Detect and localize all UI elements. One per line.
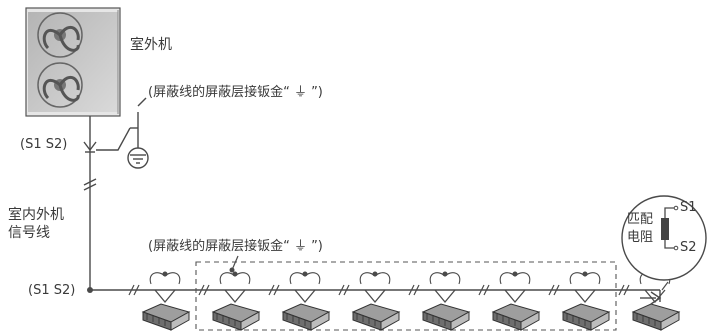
indoor-unit — [198, 271, 261, 331]
signal-cable — [83, 97, 661, 302]
fan-top-icon — [37, 12, 83, 58]
indoor-unit — [338, 271, 401, 331]
indoor-unit — [408, 271, 471, 331]
shield-note-top: (屏蔽线的屏蔽层接钣金“ ⏚ ”) — [148, 85, 323, 100]
signal-line-label-1: 室内外机 — [8, 207, 64, 223]
matching-resistor — [621, 195, 707, 305]
pin-s2-label: S2 — [680, 240, 697, 255]
indoor-unit — [268, 271, 331, 331]
terminal-label-top: (S1 S2) — [20, 137, 68, 152]
fan-bottom-icon — [37, 62, 83, 108]
ground-icon — [127, 147, 149, 169]
match-resistor-label-1: 匹配 — [627, 212, 654, 227]
indoor-group-box — [195, 261, 617, 331]
pin-s1-label: S1 — [680, 200, 697, 215]
signal-line-label-2: 信号线 — [8, 225, 50, 241]
indoor-unit — [478, 271, 541, 331]
indoor-units — [128, 271, 681, 331]
match-resistor-label-2: 电阻 — [627, 230, 654, 245]
indoor-unit — [128, 271, 191, 331]
indoor-unit — [548, 271, 611, 331]
terminal-label-bottom: (S1 S2) — [28, 283, 76, 298]
shield-pointer — [231, 255, 239, 271]
outdoor-unit — [25, 7, 121, 117]
terminal-dot — [87, 287, 93, 293]
outdoor-unit-label: 室外机 — [130, 37, 172, 53]
shield-note-bottom: (屏蔽线的屏蔽层接钣金“ ⏚ ”) — [148, 239, 323, 254]
